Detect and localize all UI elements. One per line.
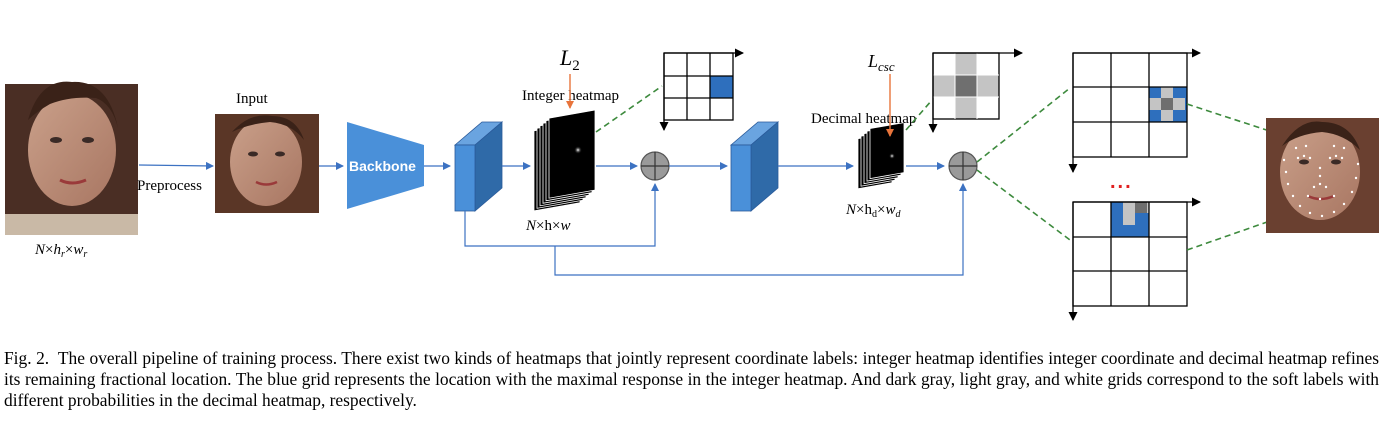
integer-zoom-dashed-line <box>595 85 663 133</box>
backbone-label: Backbone <box>349 158 416 174</box>
skip-connection-1 <box>464 183 659 247</box>
raw-shape-label: N×hr×wr <box>34 242 87 260</box>
caption-text: The overall pipeline of training process… <box>4 348 1379 410</box>
sum2-upper-dashed-line <box>976 87 1071 163</box>
skip-connection-2 <box>554 183 967 276</box>
figure-caption: Fig. 2. The overall pipeline of training… <box>4 348 1379 411</box>
sum-node-2 <box>948 151 978 181</box>
integer-shape-label: N×h×w <box>525 218 570 234</box>
decimal-heatmap-label: Decimal heatmap <box>811 111 916 127</box>
loss-csc-label: Lcsc <box>867 51 895 74</box>
feature-block-1 <box>453 121 504 212</box>
decimal-heatmap-stack <box>857 122 905 190</box>
decimal-grid <box>928 48 1023 133</box>
output-face-image <box>1266 118 1379 233</box>
integer-grid <box>659 48 744 131</box>
upper-result-grid <box>1068 48 1201 173</box>
loss-l2-label: L2 <box>559 45 580 74</box>
decimal-shape-label: N×hd×wd <box>845 202 901 220</box>
integer-heatmap-stack <box>533 109 596 212</box>
preprocess-arrow <box>138 161 214 170</box>
sum2-lower-dashed-line <box>976 169 1071 241</box>
backbone-block <box>347 122 424 209</box>
sum-node-1 <box>640 151 670 181</box>
input-face-image <box>215 114 319 213</box>
pipeline-diagram: N×hr×wr Preprocess Input Backbone Intege… <box>5 45 1379 321</box>
input-label: Input <box>236 91 268 107</box>
lower-result-grid <box>1068 197 1201 321</box>
ellipsis-dots: ... <box>1110 171 1133 193</box>
feature-block-2 <box>729 121 780 212</box>
raw-face-image <box>5 81 138 235</box>
decimal-zoom-dashed-line <box>905 99 933 131</box>
caption-figure-number: Fig. 2. <box>4 348 50 368</box>
preprocess-label: Preprocess <box>137 178 202 194</box>
